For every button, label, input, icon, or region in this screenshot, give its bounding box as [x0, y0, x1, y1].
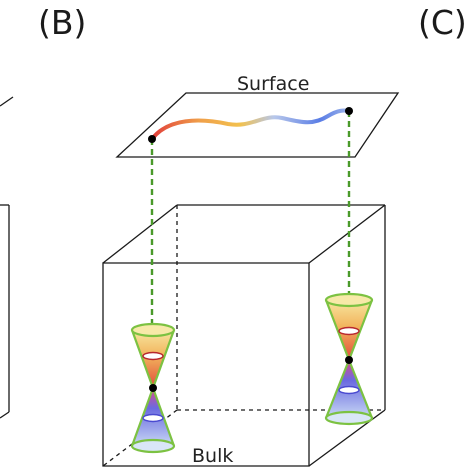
surface-point-left	[148, 135, 156, 143]
panel-label-c: (C)	[418, 3, 467, 42]
surface-state-curve	[150, 108, 351, 141]
surface-plane	[115, 92, 400, 158]
surface-label: Surface	[237, 73, 309, 95]
bulk-cube	[102, 204, 386, 467]
dirac-cone-left	[130, 322, 176, 454]
left-panel-fragment	[0, 96, 14, 419]
surface-point-right	[345, 107, 353, 115]
projection-lines	[150, 111, 351, 325]
dirac-point-right	[345, 356, 353, 364]
dirac-cone-right	[324, 292, 374, 426]
cube-hidden-edges	[102, 205, 385, 467]
bulk-label: Bulk	[192, 445, 233, 467]
panel-label-b: (B)	[38, 3, 87, 42]
dirac-point-left	[149, 384, 157, 392]
